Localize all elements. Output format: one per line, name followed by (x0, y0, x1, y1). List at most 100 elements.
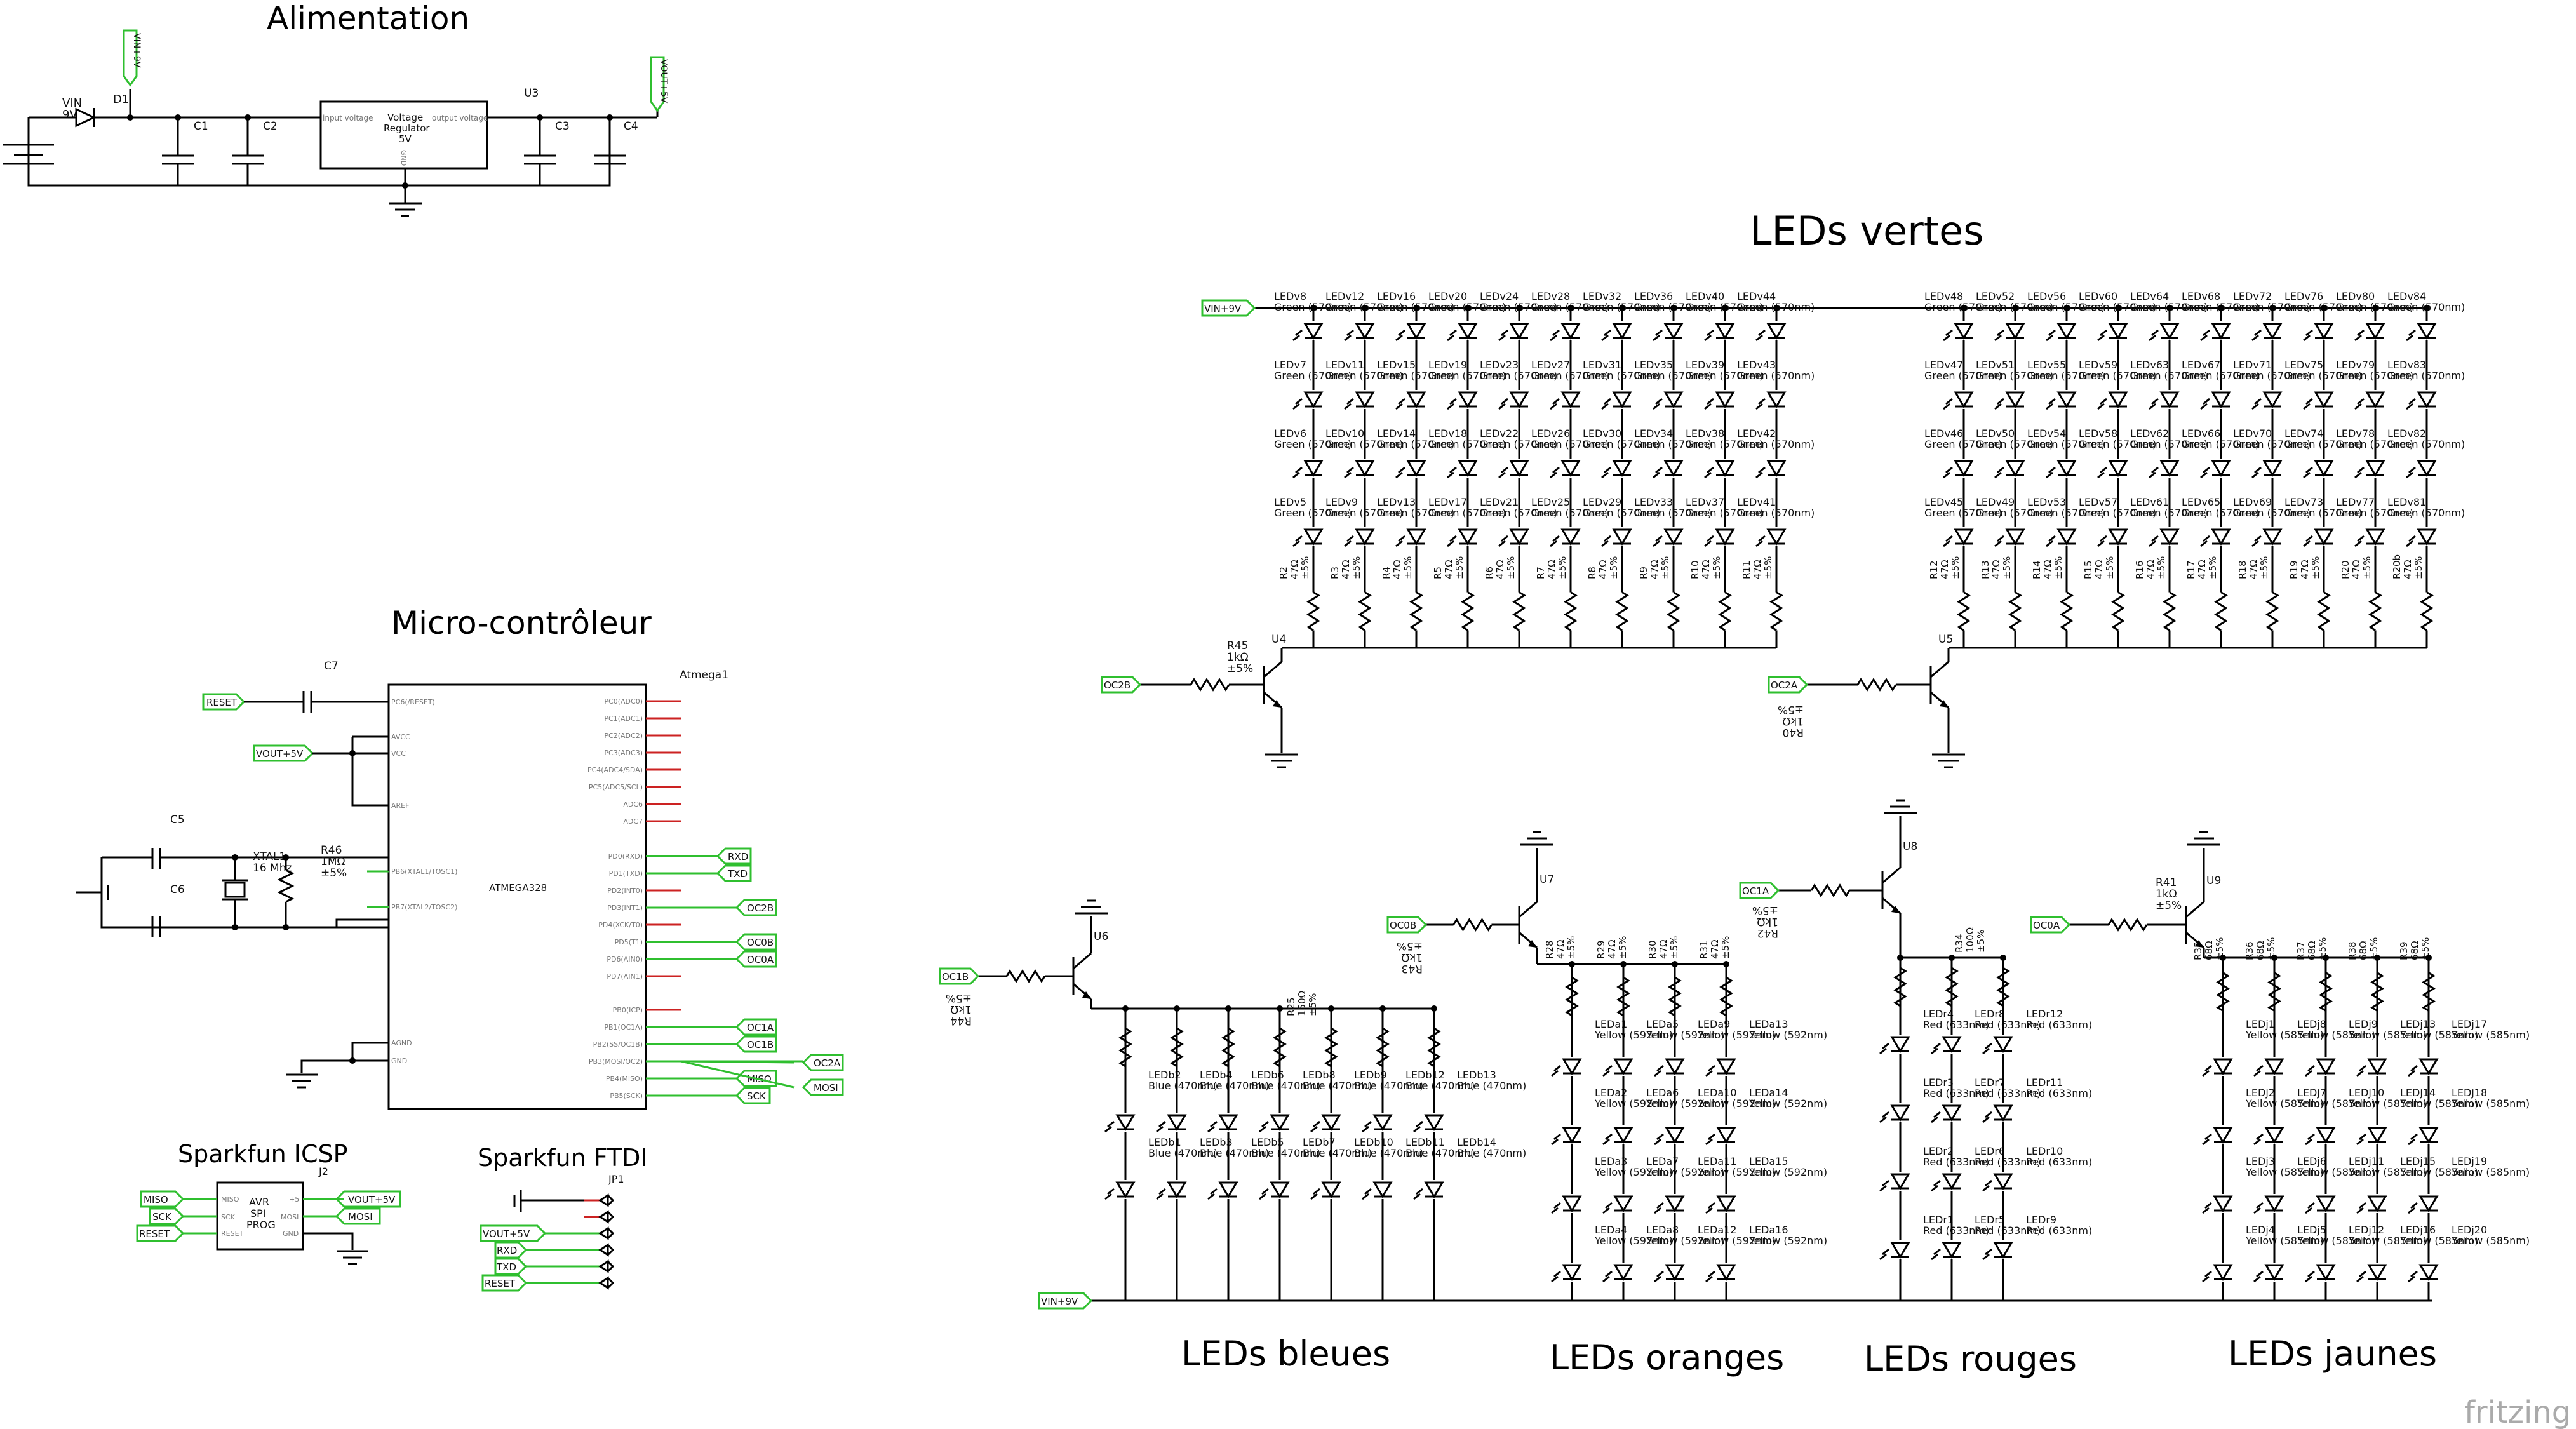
net-oc1b-mcu: OC1B (747, 1039, 774, 1050)
res-label: R36 (2244, 941, 2255, 960)
title-sparkfun-ftdi: Sparkfun FTDI (478, 1144, 648, 1172)
transistor-u8 (1881, 866, 1901, 915)
led-desc: Green (570nm) (2079, 438, 2156, 450)
led-label: LEDv65 (2182, 496, 2220, 508)
led-desc: Yellow (592nm) (1697, 1166, 1776, 1178)
net-vout5v-mcu: VOUT+5V (256, 748, 304, 760)
led-ledj4 (2202, 1264, 2233, 1283)
title-alimentation: Alimentation (267, 0, 469, 37)
res-label: R20 (2340, 560, 2351, 579)
net-reset-icsp: RESET (139, 1228, 170, 1240)
res-label: R5 (1432, 567, 1444, 579)
res-value: 47Ω (1555, 939, 1566, 959)
r40-label: R40 (1783, 726, 1804, 739)
led-ledj12 (2305, 1264, 2336, 1283)
led-desc: Green (570nm) (1480, 507, 1557, 519)
led-desc: Green (570nm) (2130, 438, 2208, 450)
r41-tol: ±5% (2156, 899, 2182, 912)
led-label: LEDv30 (1583, 427, 1621, 439)
capacitor-c3: C3 (524, 117, 570, 185)
led-desc: Green (570nm) (2130, 370, 2208, 382)
r42-label: R42 (1757, 927, 1778, 939)
transistor-label: U4 (1271, 633, 1286, 646)
led-label: LEDv55 (2027, 359, 2066, 371)
led-ledv49 (1994, 528, 2025, 547)
svg-text:GND: GND (283, 1230, 299, 1238)
capacitor-c1: C1 (162, 117, 208, 185)
led-label: LEDv29 (1583, 496, 1621, 508)
led-label: LEDj3 (2246, 1155, 2275, 1167)
vin-label: VIN (62, 97, 82, 110)
led-leda2 (1551, 1127, 1582, 1146)
led-desc: Green (570nm) (2387, 507, 2465, 519)
led-ledr12 (1982, 1036, 2013, 1055)
led-desc: Green (570nm) (1428, 370, 1506, 382)
led-ledr9 (1982, 1242, 2013, 1261)
res-label: R29 (1595, 940, 1607, 959)
led-desc: Green (570nm) (1583, 438, 1660, 450)
led-desc: Blue (470nm) (1405, 1080, 1475, 1092)
led-leda8 (1602, 1264, 1633, 1283)
r41-label: R41 (2156, 876, 2177, 889)
resistor-r40 (1823, 678, 1931, 692)
led-label: LEDj9 (2349, 1018, 2378, 1030)
r42-value: 1kΩ (1757, 915, 1778, 928)
led-label: LEDv9 (1325, 496, 1358, 508)
led-ledv15 (1395, 391, 1426, 410)
res-value: 47Ω (1606, 939, 1618, 959)
led-ledb13 (1413, 1114, 1444, 1133)
res-tol: ±5% (2104, 556, 2116, 579)
led-desc: Red (633nm) (1975, 1019, 2041, 1031)
led-label: LEDv69 (2233, 496, 2272, 508)
capacitor-c2: C2 (232, 117, 278, 185)
r45-tol: ±5% (1227, 662, 1253, 675)
resistor-r39 (2422, 958, 2436, 1026)
led-ledv55 (2046, 391, 2077, 410)
net-oc1b-blue: OC1B (942, 971, 969, 983)
led-leda14 (1705, 1127, 1736, 1146)
net-oc2a-mcu: OC2A (814, 1057, 841, 1069)
ftdi-section: JP1 VOUT+5V RXD TXD RESET (480, 1173, 624, 1292)
res-label: R30 (1647, 940, 1658, 959)
led-label: LEDb7 (1303, 1136, 1336, 1148)
led-ledv42 (1755, 460, 1787, 479)
led-label: LEDr1 (1923, 1214, 1954, 1226)
led-label: LEDv6 (1274, 427, 1306, 439)
led-label: LEDb13 (1457, 1069, 1496, 1081)
led-label: LEDv71 (2233, 359, 2272, 371)
resistor-r10 (1718, 575, 1732, 648)
res-value: 47Ω (1700, 560, 1712, 579)
r34-value: 100Ω (1964, 927, 1976, 953)
led-desc: Green (570nm) (1325, 438, 1403, 450)
led-label: LEDv49 (1976, 496, 2015, 508)
led-desc: Green (570nm) (1583, 507, 1660, 519)
net-vin9v-bottom: VIN+9V (1041, 1296, 1078, 1307)
led-leda11 (1654, 1195, 1685, 1214)
led-label: LEDv37 (1686, 496, 1724, 508)
r25-tol: ±5% (1307, 993, 1318, 1016)
led-label: LEDv18 (1428, 427, 1467, 439)
led-ledv12 (1344, 323, 1375, 342)
resistor-r42 (1778, 883, 1882, 897)
net-sck-icsp: SCK (152, 1211, 172, 1223)
led-ledv11 (1344, 391, 1375, 410)
mcu-pin-right: PD7(AIN1) (607, 972, 643, 981)
r44-tol: ±5% (946, 991, 972, 1004)
net-oc0b-mcu: OC0B (747, 937, 774, 948)
led-ledv35 (1653, 391, 1684, 410)
led-label: LEDj7 (2297, 1087, 2326, 1099)
res-value: 47Ω (2145, 560, 2156, 579)
net-oc2b-mcu: OC2B (747, 902, 774, 914)
res-value: 47Ω (1752, 560, 1763, 579)
res-tol: ±5% (2207, 556, 2218, 579)
power-section: VIN 9V D1 VIN+9V C1 C2 Voltage Regulator… (3, 29, 669, 217)
led-ledv5 (1292, 528, 1324, 547)
led-label: LEDv34 (1634, 427, 1673, 439)
led-ledv73 (2303, 528, 2334, 547)
led-ledv79 (2354, 391, 2385, 410)
led-desc: Red (633nm) (1923, 1156, 1989, 1168)
transistor-label: U7 (1540, 873, 1554, 886)
led-ledv22 (1498, 460, 1529, 479)
led-label: LEDr9 (2026, 1214, 2056, 1226)
resistor-r6 (1512, 575, 1526, 648)
